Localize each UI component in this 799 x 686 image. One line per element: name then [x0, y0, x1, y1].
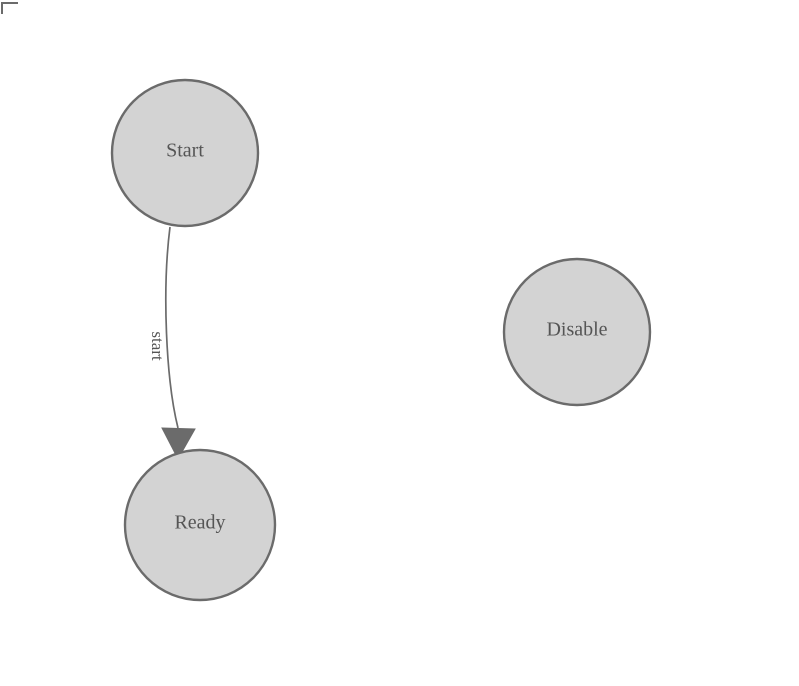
edge-start-to-ready-arrowhead-icon — [161, 427, 196, 461]
node-disable[interactable]: Disable — [502, 257, 652, 407]
top-left-corner-mark-icon — [1, 2, 18, 14]
edge-start-to-ready[interactable]: start — [148, 226, 196, 461]
node-disable-label: Disable — [546, 319, 607, 341]
node-disable-circle[interactable] — [502, 257, 652, 407]
edge-start-to-ready-label: start — [148, 331, 167, 361]
node-ready[interactable]: Ready — [123, 448, 277, 602]
node-start[interactable]: Start — [110, 78, 260, 228]
edge-start-to-ready-path — [165, 226, 179, 429]
node-ready-circle[interactable] — [123, 448, 277, 602]
node-start-label: Start — [166, 140, 204, 162]
node-start-circle[interactable] — [110, 78, 260, 228]
node-ready-label: Ready — [174, 512, 225, 534]
